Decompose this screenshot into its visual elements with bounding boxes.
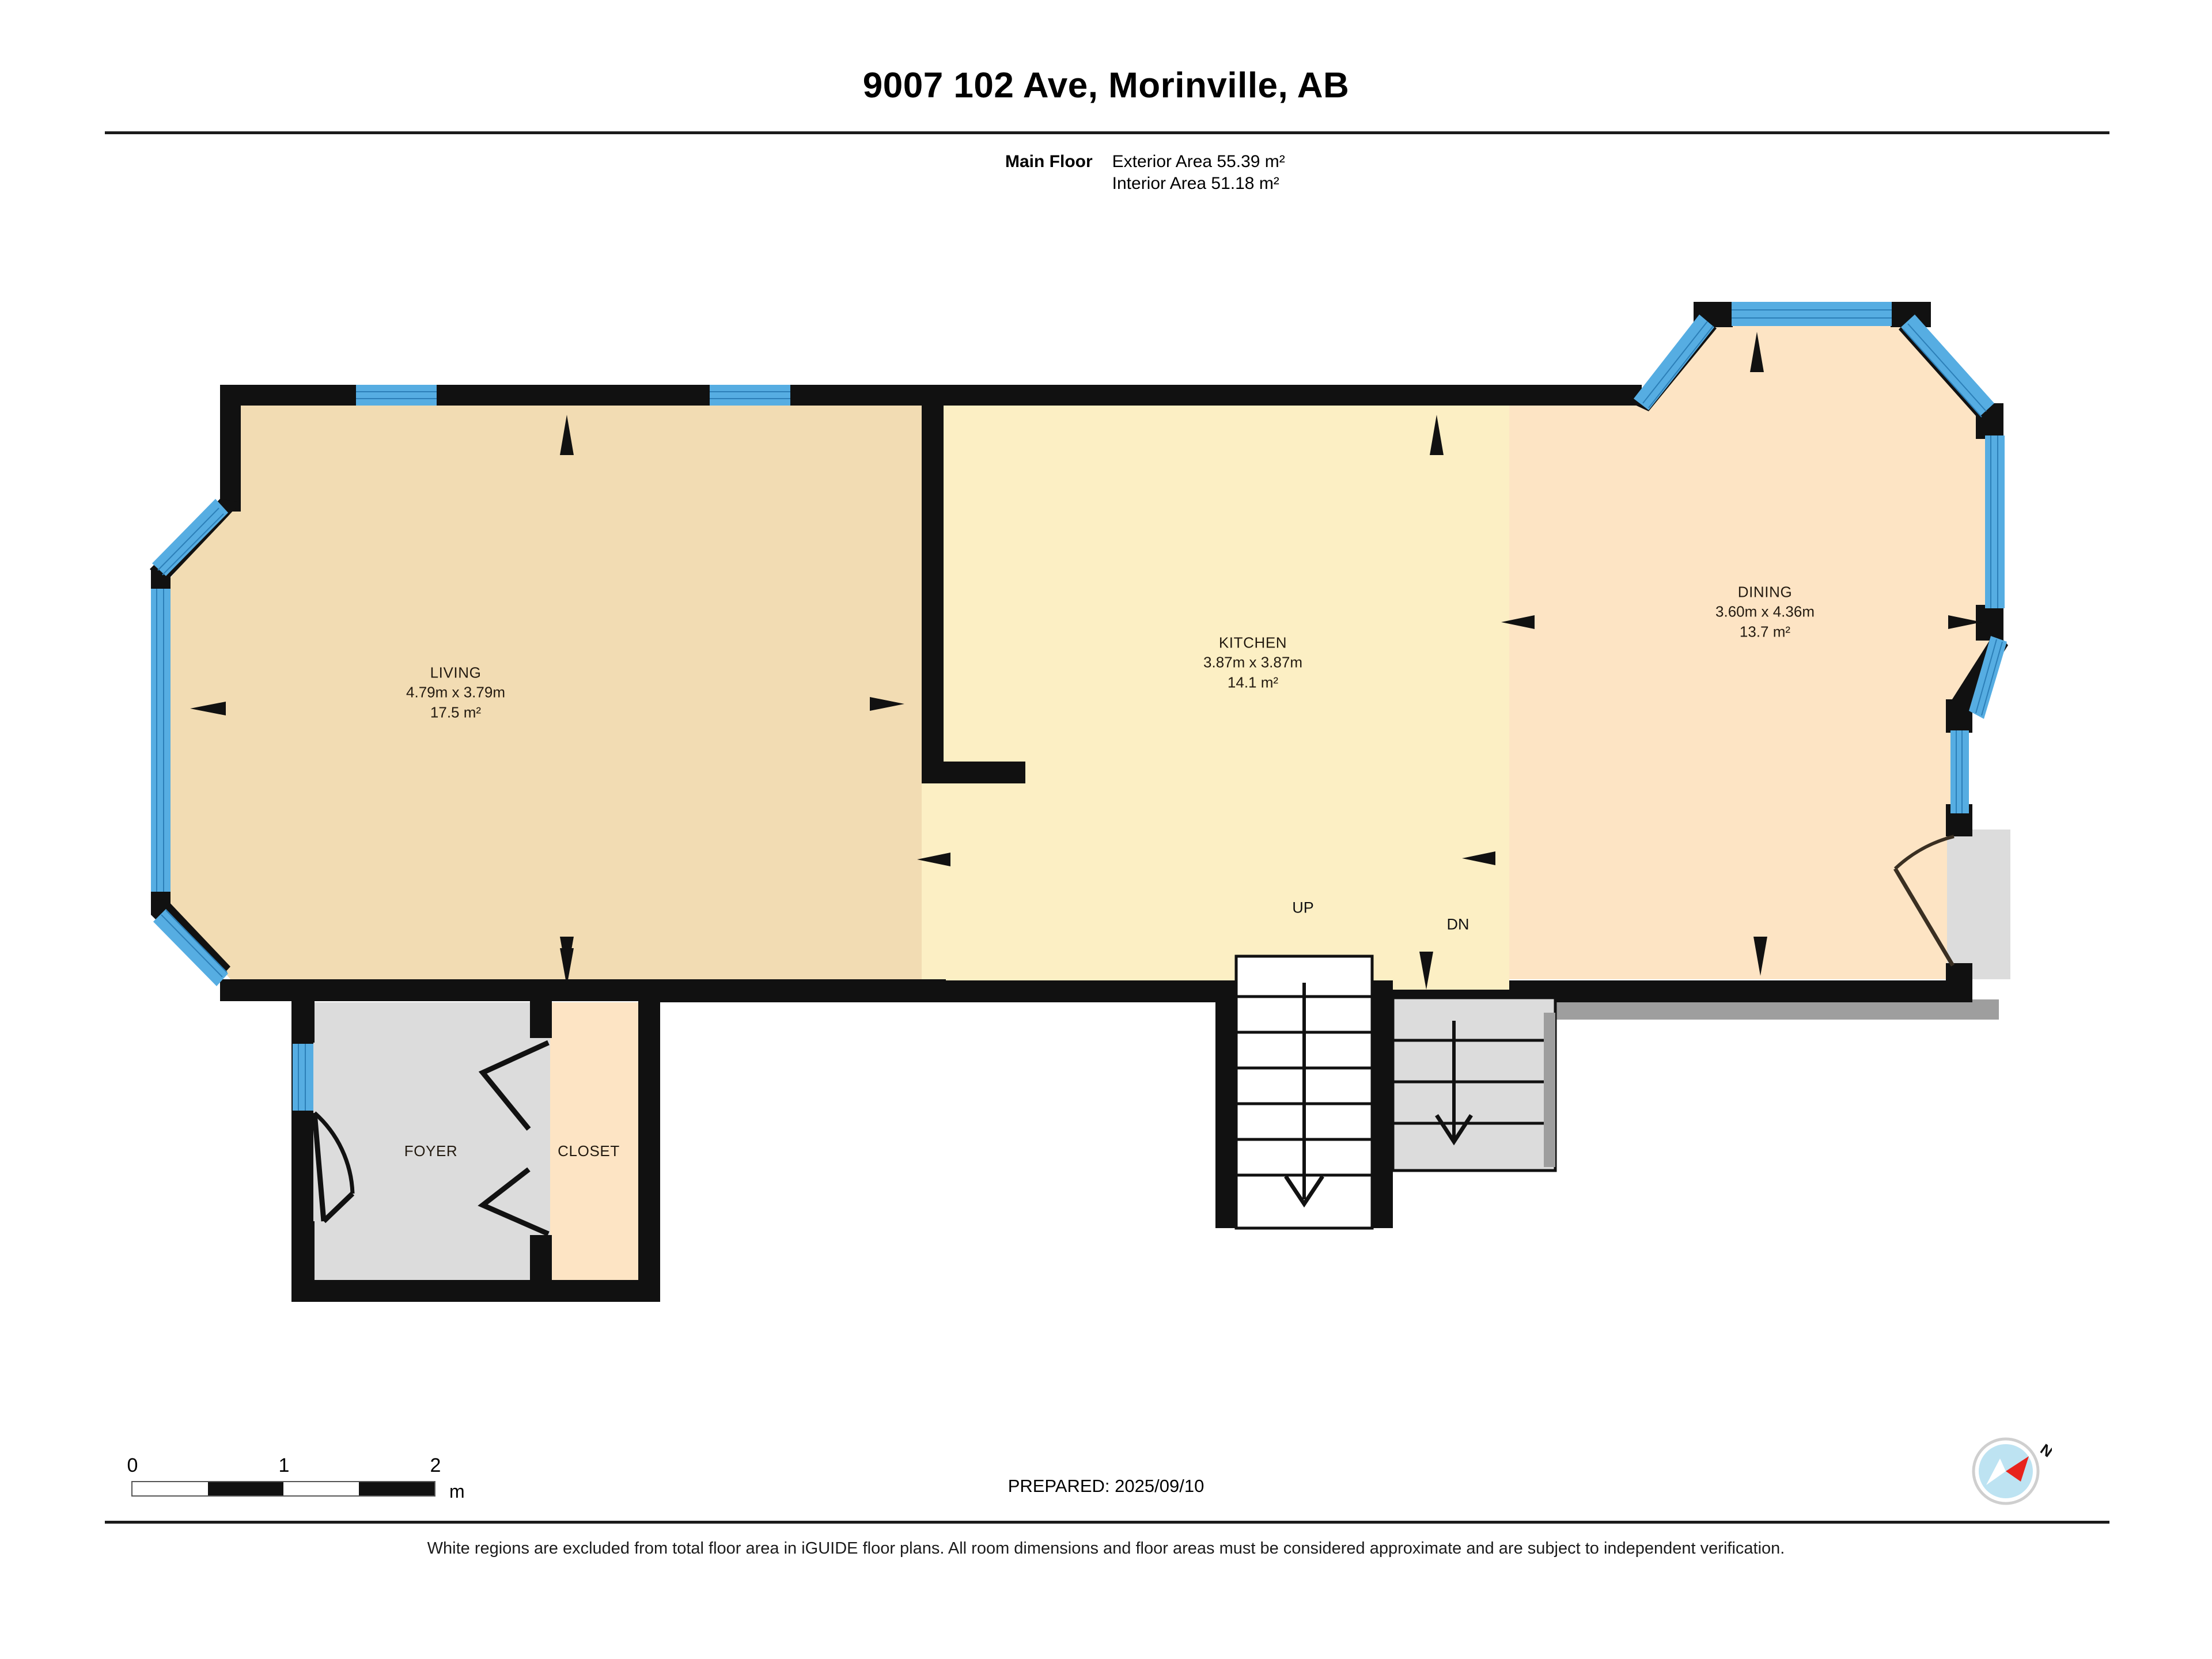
page-title: 9007 102 Ave, Morinville, AB [862, 66, 1350, 105]
scale-tick-2: 2 [430, 1455, 441, 1476]
room-fill-dining-extension [1947, 830, 2010, 979]
footer-divider [105, 1521, 2109, 1524]
room-label-closet: CLOSET [558, 1141, 620, 1161]
room-fill-living [167, 403, 922, 979]
room-label-living: LIVING 4.79m x 3.79m 17.5 m² [406, 663, 505, 722]
scale-bar-group: 0 1 2 m [127, 1455, 465, 1502]
window-living-bay-left [151, 589, 171, 892]
scale-segment-dark-2 [359, 1482, 434, 1495]
room-label-living-dimensions: 4.79m x 3.79m [406, 683, 505, 701]
window-dining-bay-ne [1901, 315, 1994, 418]
wall-living-shoulder-upper [220, 385, 241, 512]
camera-marker-kitchen-bottom-right [1462, 851, 1495, 865]
room-label-dining-name: DINING [1737, 583, 1793, 601]
room-label-dining-area: 13.7 m² [1739, 623, 1791, 641]
camera-marker-living-right [870, 697, 904, 711]
window-dining-east-lower [1950, 730, 1969, 813]
stairs-down [1391, 996, 1557, 1172]
wall-dn-stair-top [1393, 990, 1554, 998]
room-label-foyer-name: FOYER [404, 1142, 458, 1160]
wall-stairwell-right [1372, 980, 1393, 1228]
stair-label-up: UP [1292, 899, 1314, 916]
camera-marker-kitchen-bottom-left [917, 853, 950, 866]
wall-kitchen-top [922, 385, 1642, 406]
wall-foyer-entry-post-bottom [291, 1221, 315, 1302]
disclaimer-text: White regions are excluded from total fl… [427, 1539, 1785, 1558]
stairs-up [1234, 955, 1374, 1230]
scale-tick-0: 0 [127, 1455, 138, 1476]
room-fill-foyer [311, 1002, 550, 1302]
wall-closet-partition-bottom [530, 1235, 552, 1302]
room-fill-closet [550, 1002, 642, 1302]
excluded-hall-strip [1544, 999, 1999, 1020]
interior-area: Interior Area 51.18 m² [1112, 174, 1279, 194]
room-fill-kitchen [922, 403, 1509, 1002]
camera-marker-dining-right [1948, 615, 1982, 629]
wall-kitchen-bottom-left [641, 980, 1228, 1002]
wall-stairwell-left [1215, 980, 1236, 1228]
camera-marker-foyer-top [560, 948, 574, 986]
room-fill-dining [1509, 323, 1999, 979]
wall-kitchen-stub [922, 762, 1025, 783]
exterior-area: Exterior Area 55.39 m² [1112, 152, 1285, 171]
floor-name: Main Floor [1005, 152, 1093, 171]
compass-needle-south [1986, 1459, 2006, 1485]
door-closet-bifold-top [478, 1040, 550, 1131]
camera-marker-dining-top [1750, 332, 1764, 372]
wall-living-kitchen-divider [922, 403, 944, 783]
room-label-kitchen-dimensions: 3.87m x 3.87m [1203, 653, 1302, 671]
camera-marker-dining-bottom [1753, 937, 1767, 976]
scale-segment-dark-1 [208, 1482, 283, 1495]
wall-closet-partition-top [530, 980, 552, 1038]
room-label-dining: DINING 3.60m x 4.36m 13.7 m² [1715, 582, 1815, 642]
room-label-kitchen: KITCHEN 3.87m x 3.87m 14.1 m² [1203, 633, 1302, 692]
scale-bar [131, 1481, 435, 1497]
camera-marker-stairs-dn [1419, 952, 1433, 990]
compass-needle-north [2006, 1456, 2029, 1482]
wall-dining-bottom [1509, 980, 1970, 1002]
wall-foyer-entry-post-top [291, 980, 315, 1043]
window-living-top-right [710, 385, 790, 406]
window-living-top [356, 385, 437, 406]
window-living-bay-upper [152, 499, 228, 576]
camera-marker-living-top [560, 415, 574, 455]
scale-tick-labels: 0 1 2 [127, 1455, 454, 1481]
stair-label-dn: DN [1446, 915, 1469, 933]
wall-closet-right [638, 980, 660, 1302]
door-foyer-entry [312, 1111, 355, 1224]
scale-tick-1: 1 [278, 1455, 290, 1476]
floor-areas: Exterior Area 55.39 m² Interior Area 51.… [1112, 151, 1285, 195]
compass-north-label: N [2037, 1440, 2052, 1460]
window-living-bay-lower [153, 909, 228, 986]
camera-marker-kitchen-top [1430, 415, 1444, 455]
window-dining-east-upper [1985, 435, 2005, 608]
scale-unit-label: m [449, 1481, 465, 1502]
wall-living-top [220, 385, 933, 406]
camera-marker-kitchen-left [1501, 615, 1535, 629]
room-label-foyer: FOYER [404, 1141, 458, 1161]
header-divider [105, 131, 2109, 134]
compass-icon: N [1972, 1437, 2052, 1505]
room-label-kitchen-name: KITCHEN [1218, 634, 1287, 652]
door-closet-bifold-bottom [478, 1167, 550, 1237]
wall-foyer-bottom [291, 1280, 660, 1302]
room-label-living-area: 17.5 m² [430, 703, 482, 721]
wall-dining-e-post [1946, 699, 1972, 733]
window-foyer-left [293, 1044, 313, 1111]
floor-summary: Main Floor Exterior Area 55.39 m² Interi… [1005, 151, 1285, 195]
room-label-kitchen-area: 14.1 m² [1227, 673, 1279, 691]
room-label-living-name: LIVING [430, 664, 482, 681]
window-dining-bay-north [1732, 302, 1892, 326]
room-label-dining-dimensions: 3.60m x 4.36m [1715, 603, 1815, 620]
wall-dining-bay-e-post-lower [1976, 605, 2003, 641]
door-dining-east [1893, 835, 1955, 967]
camera-marker-living-left [190, 702, 226, 715]
room-label-closet-name: CLOSET [558, 1142, 620, 1160]
prepared-date: PREPARED: 2025/09/10 [1007, 1476, 1205, 1496]
window-dining-bay-se [1969, 636, 2007, 719]
window-dining-bay-nw [1634, 315, 1714, 410]
